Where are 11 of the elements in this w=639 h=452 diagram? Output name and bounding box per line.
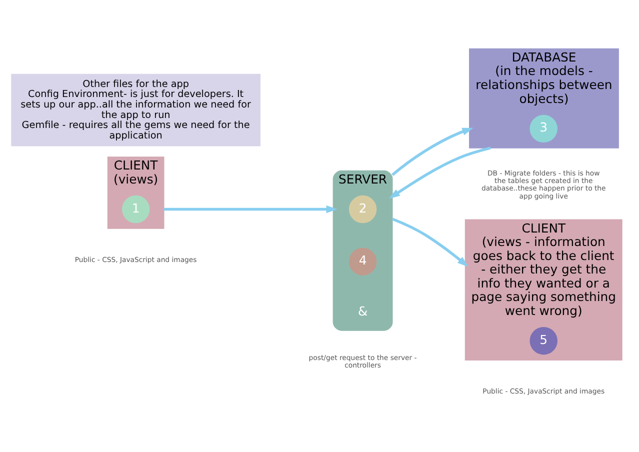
node-circle: 1 (122, 194, 150, 223)
arrow (164, 204, 338, 213)
node-circle: 4 (348, 247, 377, 275)
node-box: Other files for the app Config Environment- is just for developers. It sets up our app..all the information we need for the app to run Gemfile - requires all the gems we need for the application (11, 73, 260, 146)
node-circle: 5 (530, 326, 558, 354)
arrow (388, 146, 491, 198)
arrow (392, 127, 474, 176)
label: & (358, 303, 368, 318)
arrow (392, 217, 468, 266)
node-circle: 3 (530, 114, 558, 142)
node-circle: 2 (348, 194, 377, 223)
